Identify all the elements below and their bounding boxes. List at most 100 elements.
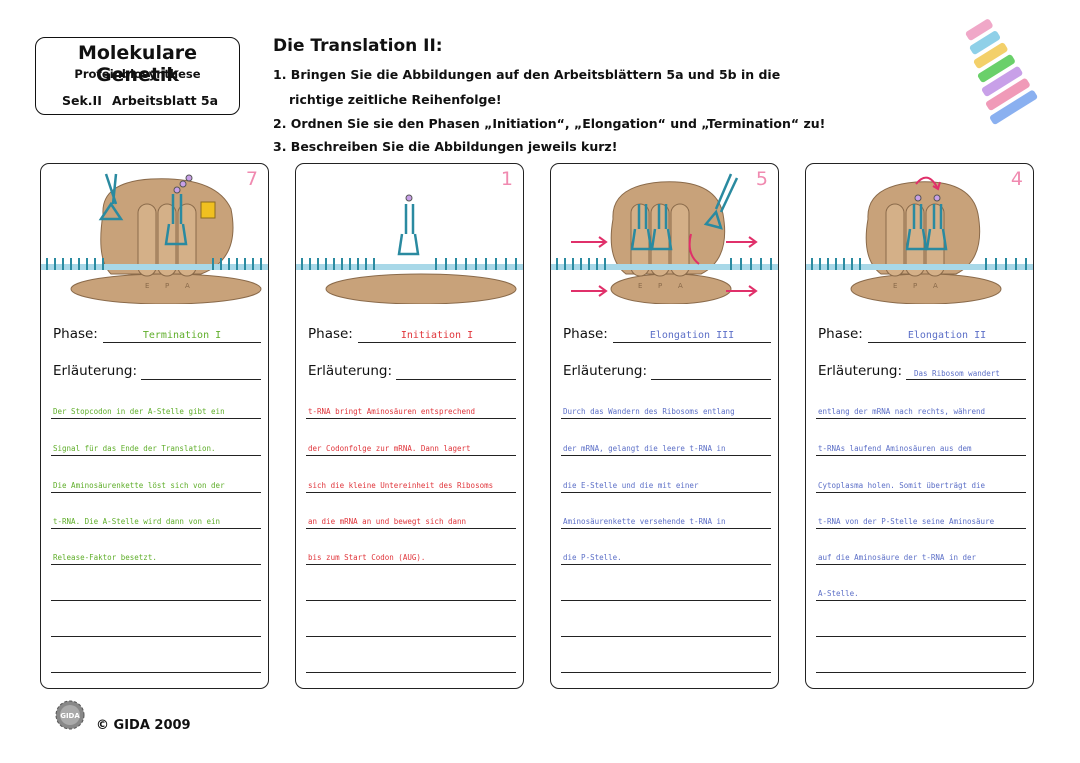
answer-line-1[interactable]: Durch das Wandern des Ribosoms entlang xyxy=(563,407,735,416)
writing-line xyxy=(306,455,516,456)
task-3: 3. Beschreiben Sie die Abbildungen jewei… xyxy=(273,139,617,154)
answer-line-3[interactable]: die E-Stelle und die mit einer xyxy=(563,481,698,490)
answer-line-5[interactable]: Release-Faktor besetzt. xyxy=(53,553,157,562)
writing-line xyxy=(561,528,771,529)
explanation-underline xyxy=(141,379,261,380)
answer-line-5[interactable]: die P-Stelle. xyxy=(563,553,622,562)
writing-line xyxy=(51,636,261,637)
page-heading: Die Translation II: xyxy=(273,36,443,56)
writing-line xyxy=(816,636,1026,637)
translation-figure-1: E P A xyxy=(41,164,269,304)
site-e-label: E xyxy=(893,282,897,290)
writing-line xyxy=(51,492,261,493)
answer-line-3[interactable]: Die Aminosäurenkette löst sich von der xyxy=(53,481,225,490)
answer-line-4[interactable]: t-RNA von der P-Stelle seine Aminosäure xyxy=(818,517,994,526)
writing-line xyxy=(51,672,261,673)
phase-underline xyxy=(103,342,261,343)
card-2: 1 Phase: Initiation I Erläuterung: t-RNA… xyxy=(295,163,524,689)
answer-line-2[interactable]: der mRNA, gelangt die leere t-RNA in xyxy=(563,444,726,453)
logo-text: GIDA xyxy=(60,712,80,720)
answer-line-4[interactable]: an die mRNA an und bewegt sich dann xyxy=(308,517,466,526)
translation-figure-3: E P A xyxy=(551,164,779,304)
answer-line-1[interactable]: Der Stopcodon in der A-Stelle gibt ein xyxy=(53,407,225,416)
writing-line xyxy=(51,600,261,601)
answer-line-4[interactable]: Aminosäurenkette versehende t-RNA in xyxy=(563,517,726,526)
site-p-label: P xyxy=(913,282,917,290)
writing-line xyxy=(306,600,516,601)
panel-number: 4 xyxy=(1011,168,1023,190)
writing-line xyxy=(816,600,1026,601)
answer-line-5[interactable]: bis zum Start Codon (AUG). xyxy=(308,553,425,562)
answer-line-4[interactable]: t-RNA. Die A-Stelle wird dann von ein xyxy=(53,517,220,526)
answer-line-2[interactable]: der Codonfolge zur mRNA. Dann lagert xyxy=(308,444,471,453)
task-1: 1. Bringen Sie die Abbildungen auf den A… xyxy=(273,67,780,82)
answer-line-3[interactable]: sich die kleine Untereinheit des Ribosom… xyxy=(308,481,493,490)
explanation-label: Erläuterung: xyxy=(563,363,647,379)
phase-answer[interactable]: Termination I xyxy=(103,330,261,341)
phase-label: Phase: xyxy=(308,326,353,342)
task-1-cont: richtige zeitliche Reihenfolge! xyxy=(289,92,502,107)
phase-answer[interactable]: Elongation II xyxy=(868,330,1026,341)
writing-line xyxy=(306,636,516,637)
phase-underline xyxy=(358,342,516,343)
writing-line xyxy=(561,418,771,419)
trna-decoration-icon xyxy=(950,12,1060,127)
writing-line xyxy=(306,672,516,673)
title-box: Molekulare Genetik Proteinbiosynthese Se… xyxy=(35,37,240,115)
phase-answer[interactable]: Elongation III xyxy=(613,330,771,341)
document-subtitle: Proteinbiosynthese xyxy=(36,67,239,81)
site-e-label: E xyxy=(638,282,642,290)
phase-underline xyxy=(613,342,771,343)
writing-line xyxy=(306,564,516,565)
writing-line xyxy=(816,492,1026,493)
writing-line xyxy=(561,636,771,637)
card-4: E P A 4 Phase: Elongation II Erläuterung… xyxy=(805,163,1034,689)
answer-line-5[interactable]: auf die Aminosäure der t-RNA in der xyxy=(818,553,976,562)
phase-label: Phase: xyxy=(53,326,98,342)
answer-line-2[interactable]: Signal für das Ende der Translation. xyxy=(53,444,216,453)
writing-line xyxy=(51,455,261,456)
answer-line-3[interactable]: Cytoplasma holen. Somit überträgt die xyxy=(818,481,985,490)
translation-figure-4: E P A xyxy=(806,164,1034,304)
explanation-label: Erläuterung: xyxy=(53,363,137,379)
panel-number: 7 xyxy=(246,168,258,190)
phase-answer[interactable]: Initiation I xyxy=(358,330,516,341)
card-1: E P A 7 Phase: Termination I Erläuterung… xyxy=(40,163,269,689)
panel-number: 1 xyxy=(501,168,513,190)
writing-line xyxy=(561,672,771,673)
explanation-underline xyxy=(906,379,1026,380)
site-p-label: P xyxy=(165,282,169,290)
writing-line xyxy=(561,455,771,456)
phase-label: Phase: xyxy=(818,326,863,342)
explanation-first-line[interactable]: Das Ribosom wandert xyxy=(914,369,1000,378)
writing-line xyxy=(816,418,1026,419)
writing-line xyxy=(816,528,1026,529)
site-a-label: A xyxy=(678,282,683,290)
writing-line xyxy=(51,528,261,529)
phase-label: Phase: xyxy=(563,326,608,342)
writing-line xyxy=(561,564,771,565)
level-label: Sek.II xyxy=(62,93,102,108)
writing-line xyxy=(561,600,771,601)
phase-underline xyxy=(868,342,1026,343)
writing-line xyxy=(816,564,1026,565)
writing-line xyxy=(816,672,1026,673)
site-e-label: E xyxy=(145,282,149,290)
writing-line xyxy=(561,492,771,493)
answer-line-1[interactable]: t-RNA bringt Aminosäuren entsprechend xyxy=(308,407,475,416)
explanation-underline xyxy=(651,379,771,380)
answer-line-6[interactable]: A-Stelle. xyxy=(818,589,859,598)
site-p-label: P xyxy=(658,282,662,290)
explanation-underline xyxy=(396,379,516,380)
answer-line-1[interactable]: entlang der mRNA nach rechts, während xyxy=(818,407,985,416)
explanation-label: Erläuterung: xyxy=(818,363,902,379)
writing-line xyxy=(816,455,1026,456)
site-a-label: A xyxy=(185,282,190,290)
answer-line-2[interactable]: t-RNAs laufend Aminosäuren aus dem xyxy=(818,444,972,453)
writing-line xyxy=(51,564,261,565)
gida-logo-icon: GIDA xyxy=(55,700,85,730)
copyright-text: © GIDA 2009 xyxy=(96,718,191,733)
explanation-label: Erläuterung: xyxy=(308,363,392,379)
translation-figure-2 xyxy=(296,164,524,304)
card-3: E P A 5 Phase: Elongation III Erläuterun… xyxy=(550,163,779,689)
